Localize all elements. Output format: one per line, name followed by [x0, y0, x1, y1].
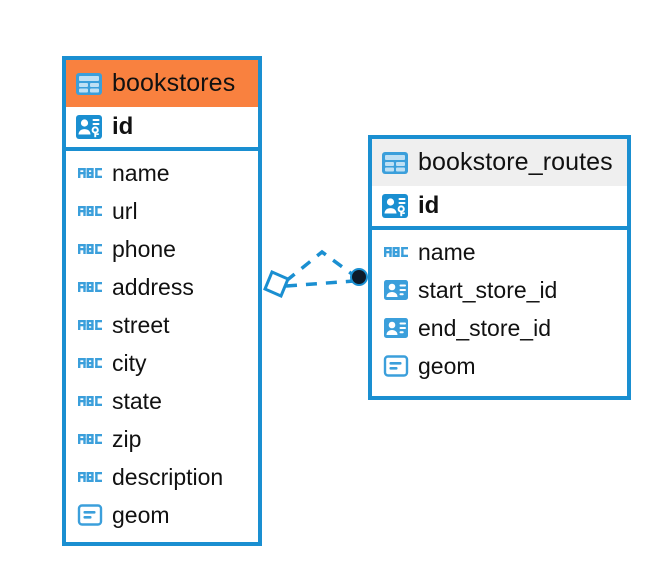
- abc-text-icon: [77, 312, 103, 338]
- field-row[interactable]: zip: [66, 420, 258, 458]
- field-row[interactable]: geom: [372, 347, 627, 385]
- field-row[interactable]: phone: [66, 230, 258, 268]
- field-label: name: [112, 159, 170, 186]
- abc-text-icon: [383, 239, 409, 265]
- abc-text-icon: [77, 388, 103, 414]
- field-row[interactable]: street: [66, 306, 258, 344]
- field-row[interactable]: end_store_id: [372, 309, 627, 347]
- entity-field-list: name u: [66, 151, 258, 538]
- field-label: geom: [418, 352, 476, 379]
- primary-key-label: id: [112, 113, 134, 140]
- abc-text-icon: [77, 236, 103, 262]
- foreign-key-icon: [383, 315, 409, 341]
- relationship-line-lower: [285, 279, 355, 288]
- field-label: description: [112, 463, 224, 490]
- geometry-icon: [383, 353, 409, 379]
- primary-key-label: id: [418, 192, 440, 219]
- entity-primary-key-row[interactable]: id: [66, 107, 258, 151]
- field-row[interactable]: address: [66, 268, 258, 306]
- entity-header-bookstores[interactable]: bookstores: [66, 60, 258, 107]
- primary-key-icon: [381, 192, 409, 220]
- field-label: phone: [112, 235, 176, 262]
- relationship-target-circle-icon: [350, 268, 368, 286]
- field-label: street: [112, 311, 170, 338]
- field-row[interactable]: geom: [66, 496, 258, 534]
- field-row[interactable]: city: [66, 344, 258, 382]
- abc-text-icon: [77, 198, 103, 224]
- entity-header-bookstore-routes[interactable]: bookstore_routes: [372, 139, 627, 186]
- entity-bookstore-routes[interactable]: bookstore_routes id: [368, 135, 631, 400]
- field-label: url: [112, 197, 138, 224]
- foreign-key-icon: [383, 277, 409, 303]
- entity-title: bookstores: [112, 69, 236, 97]
- table-icon: [75, 71, 103, 97]
- abc-text-icon: [77, 160, 103, 186]
- field-row[interactable]: state: [66, 382, 258, 420]
- field-label: address: [112, 273, 194, 300]
- relationship-source-diamond-icon: [263, 270, 290, 298]
- field-row[interactable]: name: [66, 154, 258, 192]
- field-label: name: [418, 238, 476, 265]
- field-label: state: [112, 387, 162, 414]
- geometry-icon: [77, 502, 103, 528]
- field-label: start_store_id: [418, 276, 558, 303]
- table-icon: [381, 150, 409, 176]
- abc-text-icon: [77, 426, 103, 452]
- abc-text-icon: [77, 464, 103, 490]
- entity-primary-key-row[interactable]: id: [372, 186, 627, 230]
- field-row[interactable]: description: [66, 458, 258, 496]
- relationship-line-upper: [284, 249, 358, 283]
- field-row[interactable]: name: [372, 233, 627, 271]
- field-row[interactable]: url: [66, 192, 258, 230]
- field-label: zip: [112, 425, 142, 452]
- field-label: city: [112, 349, 147, 376]
- entity-title: bookstore_routes: [418, 148, 613, 176]
- abc-text-icon: [77, 350, 103, 376]
- field-label: geom: [112, 501, 170, 528]
- primary-key-icon: [75, 113, 103, 141]
- abc-text-icon: [77, 274, 103, 300]
- field-label: end_store_id: [418, 314, 551, 341]
- entity-bookstores[interactable]: bookstores id: [62, 56, 262, 546]
- field-row[interactable]: start_store_id: [372, 271, 627, 309]
- entity-field-list: name start_store_id: [372, 230, 627, 389]
